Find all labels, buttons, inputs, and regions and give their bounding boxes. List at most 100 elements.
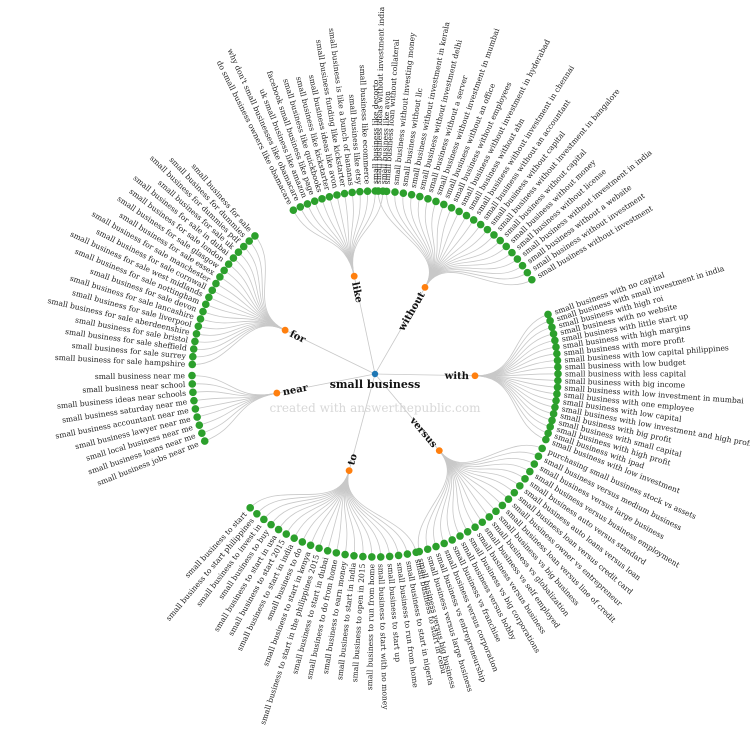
- leaf-node[interactable]: [208, 286, 217, 295]
- leaf-node[interactable]: [191, 337, 199, 346]
- leaf-node[interactable]: [282, 530, 291, 538]
- leaf-node[interactable]: [190, 396, 198, 405]
- leaf-node[interactable]: [201, 300, 210, 309]
- branch-node-like[interactable]: [350, 272, 358, 280]
- leaf-node[interactable]: [251, 232, 259, 240]
- leaf-node[interactable]: [496, 236, 505, 245]
- leaf-node[interactable]: [394, 551, 403, 560]
- leaf-node[interactable]: [544, 429, 552, 438]
- leaf-node[interactable]: [469, 216, 478, 224]
- leaf-node[interactable]: [478, 518, 487, 527]
- leaf-node[interactable]: [274, 525, 283, 534]
- leaf-node[interactable]: [333, 191, 341, 199]
- leaf-node[interactable]: [368, 553, 376, 561]
- leaf-node[interactable]: [385, 552, 394, 561]
- leaf-node[interactable]: [530, 460, 539, 468]
- leaf-node[interactable]: [229, 254, 238, 262]
- leaf-node[interactable]: [253, 509, 261, 518]
- leaf-node[interactable]: [198, 429, 206, 438]
- leaf-node[interactable]: [513, 255, 522, 263]
- leaf-node[interactable]: [498, 501, 507, 510]
- leaf-node[interactable]: [463, 528, 472, 536]
- leaf-node[interactable]: [332, 549, 341, 557]
- leaf-node[interactable]: [553, 390, 561, 398]
- leaf-node[interactable]: [325, 192, 334, 201]
- leaf-node[interactable]: [246, 504, 254, 512]
- leaf-node[interactable]: [440, 539, 448, 548]
- leaf-node[interactable]: [224, 260, 233, 268]
- leaf-node[interactable]: [239, 242, 248, 251]
- leaf-node[interactable]: [483, 225, 492, 234]
- leaf-node[interactable]: [416, 192, 424, 201]
- leaf-node[interactable]: [490, 231, 498, 239]
- leaf-node[interactable]: [455, 207, 463, 216]
- leaf-node[interactable]: [391, 188, 399, 196]
- leaf-node[interactable]: [315, 544, 323, 553]
- leaf-node[interactable]: [290, 534, 299, 542]
- leaf-node[interactable]: [220, 266, 228, 275]
- leaf-node[interactable]: [212, 279, 220, 288]
- leaf-node[interactable]: [363, 187, 372, 195]
- leaf-node[interactable]: [462, 211, 471, 220]
- leaf-node[interactable]: [323, 546, 332, 555]
- leaf-node[interactable]: [260, 515, 268, 524]
- leaf-node[interactable]: [553, 383, 562, 392]
- leaf-node[interactable]: [526, 467, 534, 476]
- leaf-node[interactable]: [476, 220, 485, 229]
- leaf-node[interactable]: [548, 416, 556, 425]
- leaf-node[interactable]: [216, 273, 224, 281]
- leaf-node[interactable]: [546, 317, 554, 325]
- leaf-node[interactable]: [341, 550, 349, 559]
- leaf-node[interactable]: [542, 435, 550, 444]
- leaf-node[interactable]: [348, 188, 356, 197]
- leaf-node[interactable]: [492, 507, 500, 516]
- leaf-node[interactable]: [189, 352, 197, 361]
- leaf-node[interactable]: [549, 410, 558, 418]
- leaf-node[interactable]: [289, 206, 298, 215]
- leaf-node[interactable]: [245, 237, 254, 245]
- leaf-node[interactable]: [379, 187, 387, 195]
- leaf-node[interactable]: [485, 513, 494, 521]
- leaf-label[interactable]: small business ideas without investment …: [374, 6, 386, 184]
- leaf-node[interactable]: [267, 520, 275, 529]
- leaf-label[interactable]: small business with big income: [565, 376, 686, 389]
- leaf-node[interactable]: [399, 189, 408, 198]
- leaf-node[interactable]: [471, 523, 479, 532]
- leaf-node[interactable]: [553, 349, 561, 358]
- leaf-node[interactable]: [523, 268, 532, 277]
- leaf-label[interactable]: small business like avon: [379, 91, 392, 185]
- leaf-node[interactable]: [504, 495, 513, 503]
- leaf-node[interactable]: [552, 343, 560, 351]
- leaf-node[interactable]: [200, 437, 209, 445]
- leaf-node[interactable]: [502, 242, 511, 251]
- leaf-node[interactable]: [549, 330, 558, 338]
- leaf-node[interactable]: [538, 444, 546, 453]
- leaf-node[interactable]: [554, 370, 562, 378]
- leaf-node[interactable]: [350, 551, 358, 560]
- leaf-node[interactable]: [188, 371, 196, 380]
- leaf-node[interactable]: [192, 330, 201, 338]
- leaf-node[interactable]: [516, 482, 524, 490]
- leaf-node[interactable]: [508, 248, 516, 257]
- leaf-node[interactable]: [552, 396, 560, 405]
- leaf-node[interactable]: [551, 403, 559, 412]
- leaf-node[interactable]: [194, 322, 203, 331]
- leaf-node[interactable]: [432, 542, 440, 551]
- leaf-node[interactable]: [303, 200, 312, 208]
- branch-node-without[interactable]: [421, 283, 429, 291]
- leaf-node[interactable]: [447, 203, 456, 212]
- leaf-label[interactable]: small business like decorto: [371, 79, 380, 184]
- leaf-node[interactable]: [340, 189, 349, 198]
- leaf-node[interactable]: [456, 532, 464, 540]
- leaf-node[interactable]: [189, 345, 198, 353]
- leaf-node[interactable]: [423, 545, 432, 554]
- branch-node-near[interactable]: [273, 389, 281, 397]
- leaf-node[interactable]: [298, 538, 307, 546]
- leaf-node[interactable]: [440, 200, 448, 209]
- leaf-node[interactable]: [189, 388, 197, 397]
- leaf-node[interactable]: [518, 261, 527, 270]
- leaf-node[interactable]: [306, 541, 315, 550]
- leaf-node[interactable]: [554, 363, 562, 371]
- leaf-node[interactable]: [195, 421, 204, 430]
- leaf-node[interactable]: [196, 315, 205, 323]
